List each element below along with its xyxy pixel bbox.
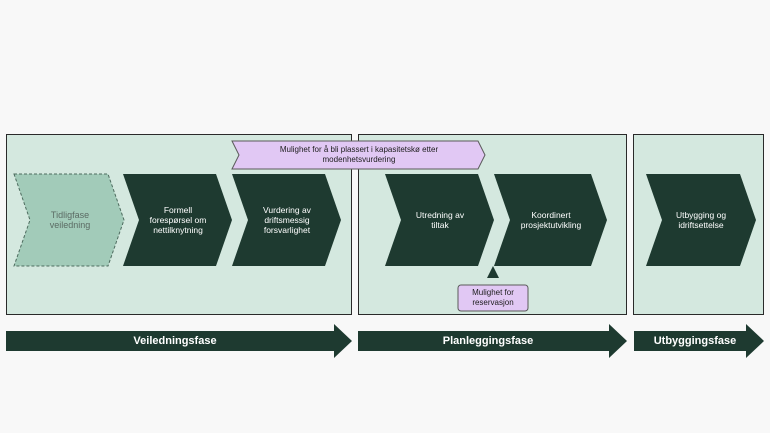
step-label-tidligfase: Tidligfase veiledning bbox=[49, 210, 91, 230]
step-label-koordinert: Koordinert prosjektutvikling bbox=[520, 210, 582, 230]
step-label-vurdering: Vurdering av driftsmessig forsvarlighet bbox=[263, 205, 311, 235]
reservation-note-text: Mulighet for reservasjon bbox=[472, 288, 514, 307]
capacity-queue-note-shape bbox=[231, 140, 486, 170]
step-chevron-formell-foresporsel bbox=[123, 174, 232, 266]
phase-arrow-veiledning bbox=[6, 324, 352, 358]
step-label-utredning: Utredning av tiltak bbox=[415, 210, 465, 230]
phase-arrow-utbygging bbox=[634, 324, 764, 358]
phase-label-veiledning: Veiledningsfase bbox=[133, 335, 217, 347]
capacity-queue-note-text: Mulighet for å bli plassert i kapasitets… bbox=[279, 145, 439, 164]
reservation-note-shape bbox=[457, 284, 529, 312]
reservation-pointer-triangle bbox=[487, 266, 499, 278]
phase-arrow-planlegging bbox=[358, 324, 627, 358]
step-chevron-koordinert bbox=[494, 174, 607, 266]
step-chevron-vurdering bbox=[232, 174, 341, 266]
step-chevron-utbygging bbox=[646, 174, 756, 266]
step-label-utbygging: Utbygging og idriftsettelse bbox=[675, 210, 727, 230]
step-chevron-utredning bbox=[385, 174, 494, 266]
phase-label-planlegging: Planleggingsfase bbox=[442, 335, 534, 347]
step-label-formell-foresporsel: Formell forespørsel om nettilknytning bbox=[149, 205, 207, 235]
phase-label-utbygging: Utbyggingsfase bbox=[653, 335, 737, 347]
step-chevron-tidligfase bbox=[13, 173, 125, 267]
